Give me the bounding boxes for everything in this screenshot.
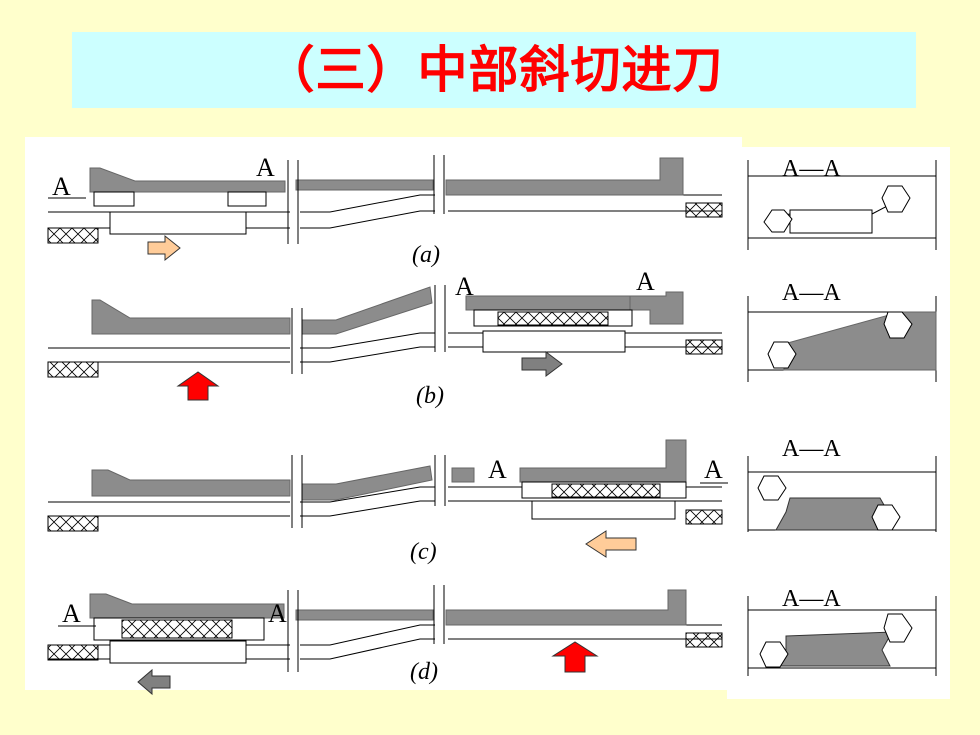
arrow-left-icon [137, 668, 171, 696]
cut-marker-a: A [62, 599, 81, 628]
conveyor-end-box [685, 509, 723, 525]
section-view-c: A—A [747, 436, 937, 532]
conveyor-end-box [47, 515, 99, 532]
arrow-right-icon [521, 351, 563, 377]
section-label: A—A [782, 280, 841, 306]
section-label: A—A [782, 156, 841, 182]
conveyor-end-box [47, 644, 99, 661]
arrow-right-icon [147, 234, 181, 262]
step-b-diagram: A A (b) [47, 267, 723, 409]
step-label-a: (a) [412, 242, 440, 268]
page-title: （三）中部斜切进刀 [264, 41, 724, 99]
cut-marker-a: A [636, 267, 655, 296]
arrow-up-icon [176, 371, 220, 401]
cut-marker-a: A [256, 153, 275, 182]
step-label-c: (c) [410, 539, 437, 565]
section-view-d: A—A [747, 586, 937, 676]
conveyor-end-box [685, 339, 723, 355]
section-view-a: A—A [747, 156, 937, 250]
cut-marker-a: A [455, 272, 474, 301]
conveyor-end-box [685, 202, 723, 218]
arrow-up-icon [551, 641, 599, 673]
cut-marker-a: A [704, 455, 723, 484]
title-banner: （三）中部斜切进刀 [72, 32, 916, 108]
conveyor-end-box [47, 227, 99, 244]
step-label-d: (d) [410, 659, 438, 685]
step-a-diagram: A A (a) [47, 153, 723, 268]
section-view-panel [727, 147, 950, 699]
step-label-b: (b) [416, 383, 444, 409]
step-c-diagram: A A (c) [47, 439, 728, 565]
arrow-left-icon [585, 530, 637, 558]
section-label: A—A [782, 586, 841, 612]
section-label: A—A [782, 436, 841, 462]
cut-marker-a: A [268, 599, 287, 628]
conveyor-end-box [47, 361, 99, 378]
cut-marker-a: A [488, 455, 507, 484]
section-view-b: A—A [747, 280, 937, 382]
conveyor-end-box [685, 632, 723, 648]
step-d-diagram: A A (d) [47, 585, 723, 696]
cut-marker-a: A [52, 172, 71, 201]
